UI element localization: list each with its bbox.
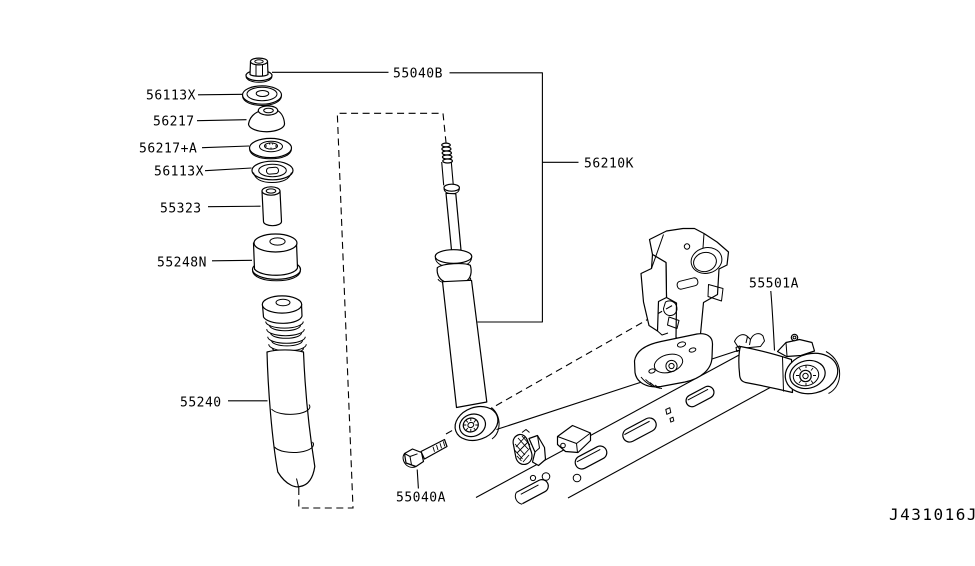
leader-lines <box>196 71 776 489</box>
lower-washer <box>251 160 294 183</box>
shock-lower-eye <box>454 405 500 442</box>
label-56217a: 56217+A <box>139 142 197 157</box>
brake-cable-clips <box>734 333 765 349</box>
arm-bushing <box>784 351 841 395</box>
shock-absorber <box>434 142 500 442</box>
axle-beam <box>475 345 773 505</box>
upper-mount-stack <box>241 57 316 489</box>
diagram-code: J431016J <box>889 505 975 524</box>
upper-bushing <box>247 105 286 133</box>
label-56113x-lower: 56113X <box>154 165 204 180</box>
shock-upper-seat <box>434 249 473 285</box>
label-55501a: 55501A <box>749 277 799 292</box>
lower-mount-bolt <box>402 438 448 468</box>
shock-mount-bracket <box>633 227 765 389</box>
beam-slot <box>574 445 608 470</box>
distance-tube <box>261 186 283 227</box>
bolt-axis-dashed-line <box>445 304 675 435</box>
upper-washer <box>241 85 283 106</box>
label-55240: 55240 <box>180 396 222 411</box>
assembly-dashed-outline <box>298 112 447 509</box>
beam-wedge-bracket <box>556 424 592 454</box>
beam-slot <box>514 479 549 505</box>
beam-slot <box>622 417 657 443</box>
bushing-retainer <box>248 137 293 160</box>
bracket-mounting-pan <box>633 333 714 389</box>
beam-slot <box>685 385 715 408</box>
label-55323: 55323 <box>160 202 202 217</box>
label-55248n: 55248N <box>157 256 207 271</box>
shock-piston-rod <box>441 142 462 251</box>
cable-clip-hatched <box>512 429 547 467</box>
label-56210k: 56210K <box>584 157 634 172</box>
part-labels: 55040B 56113X 56217 56217+A 56113X 55323… <box>139 67 799 506</box>
shock-body <box>441 279 488 409</box>
lock-nut <box>245 57 273 83</box>
bound-bumper-cap <box>251 233 302 282</box>
dust-cover <box>261 295 316 489</box>
label-55040a: 55040A <box>396 491 446 506</box>
trailing-arm <box>738 333 841 395</box>
label-56113x-upper: 56113X <box>146 89 196 104</box>
arm-top-clip <box>776 333 816 358</box>
label-56217: 56217 <box>153 115 195 130</box>
label-55040b: 55040B <box>393 67 443 82</box>
